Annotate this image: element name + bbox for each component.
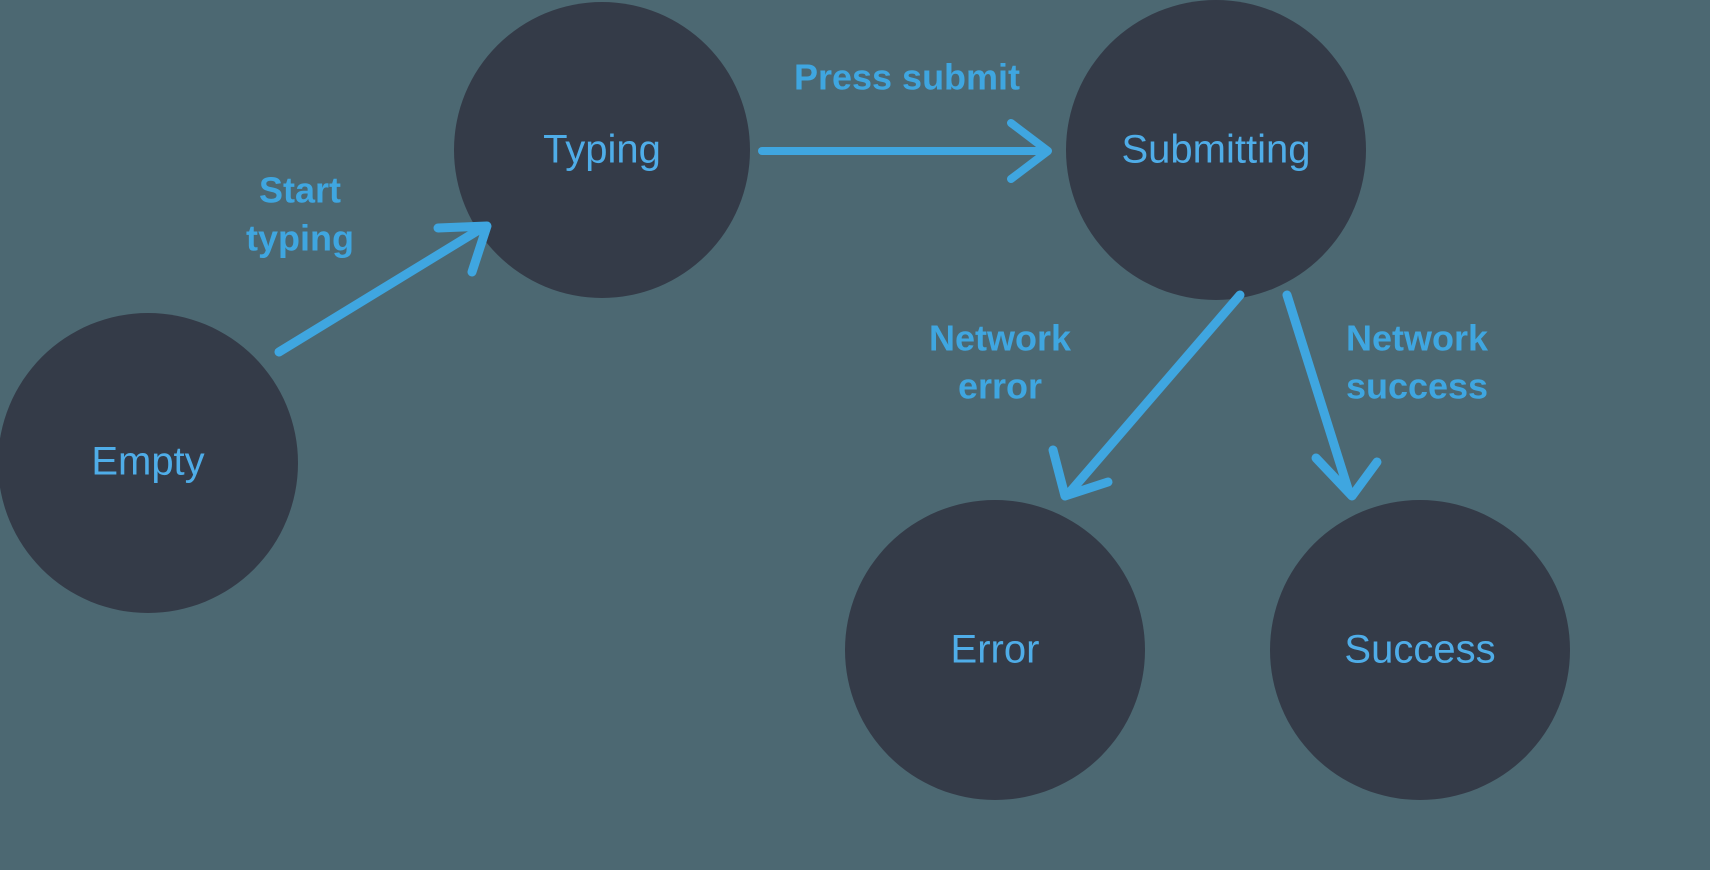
node-typing-circle[interactable] bbox=[454, 2, 750, 298]
edge-submitting-to-error-label-line1: Network bbox=[929, 318, 1072, 359]
node-submitting-label: Submitting bbox=[1122, 128, 1311, 172]
edge-empty-to-typing-arrowhead bbox=[433, 221, 492, 277]
node-success-circle[interactable] bbox=[1270, 500, 1570, 800]
edge-submitting-to-error-label-line2: error bbox=[958, 366, 1042, 407]
node-success[interactable]: Success bbox=[1270, 500, 1570, 800]
node-error[interactable]: Error bbox=[845, 500, 1145, 800]
edge-submitting-to-error-arrowhead bbox=[1048, 445, 1113, 501]
edge-submitting-to-success-label-line1: Network bbox=[1346, 318, 1489, 359]
node-submitting-circle[interactable] bbox=[1066, 0, 1366, 300]
edge-submitting-to-success-label-line2: success bbox=[1346, 366, 1488, 407]
edge-submitting-to-success-line bbox=[1282, 290, 1354, 497]
edge-empty-to-typing-line bbox=[274, 223, 487, 357]
edge-empty-to-typing-label-line1: Start bbox=[259, 170, 341, 211]
node-success-label: Success bbox=[1344, 628, 1495, 672]
edge-submitting-to-error[interactable]: Network error bbox=[929, 290, 1245, 501]
edge-typing-to-submitting-label: Press submit bbox=[794, 57, 1020, 98]
edge-empty-to-typing[interactable]: Start typing bbox=[246, 170, 492, 357]
edge-submitting-to-success[interactable]: Network success bbox=[1282, 290, 1489, 501]
edge-submitting-to-error-line bbox=[1065, 290, 1245, 497]
edge-typing-to-submitting[interactable]: Press submit bbox=[758, 57, 1052, 183]
edge-empty-to-typing-label-line2: typing bbox=[246, 218, 354, 259]
edge-typing-to-submitting-arrowhead bbox=[1007, 119, 1052, 183]
node-empty-circle[interactable] bbox=[0, 313, 298, 613]
node-error-label: Error bbox=[951, 628, 1040, 672]
node-typing-label: Typing bbox=[543, 128, 661, 172]
node-typing[interactable]: Typing bbox=[454, 2, 750, 298]
node-submitting[interactable]: Submitting bbox=[1066, 0, 1366, 300]
node-error-circle[interactable] bbox=[845, 500, 1145, 800]
edge-submitting-to-success-arrowhead bbox=[1311, 453, 1382, 501]
node-empty[interactable]: Empty bbox=[0, 313, 298, 613]
node-empty-label: Empty bbox=[91, 440, 204, 484]
